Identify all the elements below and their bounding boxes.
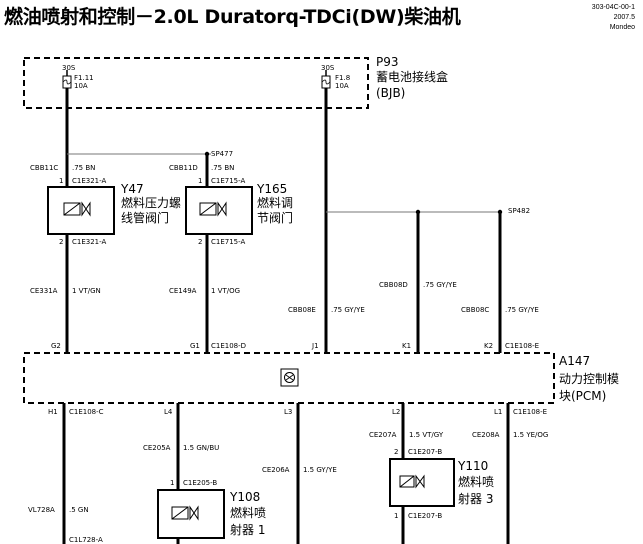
doc-model: Mondeo <box>609 24 635 31</box>
y110-ref: Y110 <box>458 459 489 473</box>
y165-component <box>185 186 253 235</box>
y165-pin2: 2 <box>198 238 203 246</box>
wire-spec-ce149a: 1 VT/OG <box>211 287 241 295</box>
y110-conn1: C1E207-B <box>408 448 443 456</box>
y47-conn1: C1E321-A <box>72 177 107 185</box>
y165-conn1: C1E715-A <box>211 177 246 185</box>
pcm-pin-l1: L1 <box>494 408 503 416</box>
fuse2-id: F1.8 <box>335 74 351 82</box>
wire-label-vl728a: VL728A <box>28 506 55 514</box>
fuse2-rating: 10A <box>335 82 349 90</box>
splice-sp482-label: SP482 <box>508 207 531 215</box>
y108-conn1: C1E205-B <box>183 479 218 487</box>
wire-label-ce149a: CE149A <box>169 287 197 295</box>
valve-icon <box>217 201 227 217</box>
pcm-conn-g1: C1E108-D <box>211 342 247 350</box>
wire-label-ce205a: CE205A <box>143 444 171 452</box>
wire-label-cbb08d: CBB08D <box>379 281 408 289</box>
wire-label-cbb11c: CBB11C <box>30 164 59 172</box>
wire-spec-cbb11c: .75 BN <box>72 164 96 172</box>
y47-conn2: C1E321-A <box>72 238 107 246</box>
injector-icon <box>415 474 425 489</box>
injector-icon <box>189 505 199 521</box>
y47-name-line2: 线管阀门 <box>121 211 170 225</box>
y165-ref: Y165 <box>257 182 288 196</box>
diagram-title: 燃油喷射和控制－2.0L Duratorq-TDCi(DW)柴油机 <box>4 6 461 28</box>
bjb-box <box>23 57 369 109</box>
doc-year: 2007.5 <box>613 14 635 21</box>
y108-component <box>157 489 225 539</box>
wire-spec-cbb08e: .75 GY/YE <box>331 306 365 314</box>
valve-icon <box>81 201 91 217</box>
pcm-name-line2: 块(PCM) <box>559 389 607 403</box>
pcm-pin-l2: L2 <box>392 408 401 416</box>
y110-pin2: 1 <box>394 512 399 520</box>
wire-spec-ce205a: 1.5 GN/BU <box>183 444 220 452</box>
doc-code: 303-04C-00-1 <box>591 4 635 11</box>
pcm-pin-h1: H1 <box>48 408 58 416</box>
y165-name-line1: 燃料调 <box>257 196 294 210</box>
wire-label-ce207a: CE207A <box>369 431 397 439</box>
y108-ref: Y108 <box>230 490 261 504</box>
splice-sp477-label: SP477 <box>211 150 234 158</box>
y110-name-line1: 燃料喷 <box>458 475 495 489</box>
wire-label-cbb11d: CBB11D <box>169 164 198 172</box>
wire-label-ce208a: CE208A <box>472 431 500 439</box>
fuse2-circuit: 30S <box>321 64 335 72</box>
wire-spec-ce207a: 1.5 VT/GY <box>409 431 444 439</box>
pcm-conn-h1: C1E108-C <box>69 408 104 416</box>
pcm-pin-k1: K1 <box>402 342 412 350</box>
wire-label-cbb08c: CBB08C <box>461 306 490 314</box>
y108-pin1: 1 <box>170 479 175 487</box>
pcm-ref: A147 <box>559 354 591 368</box>
bjb-name-line1: 蓄电池接线盒 <box>376 70 449 84</box>
pcm-pin-l4: L4 <box>164 408 173 416</box>
conn-c1l728a: C1L728-A <box>69 536 103 544</box>
y165-conn2: C1E715-A <box>211 238 246 246</box>
pcm-conn-l1: C1E108-E <box>513 408 548 416</box>
y47-component <box>47 186 115 235</box>
bjb-ref: P93 <box>376 55 399 69</box>
wire-spec-ce206a: 1.5 GY/YE <box>303 466 337 474</box>
wire-spec-ce331a: 1 VT/GN <box>72 287 101 295</box>
wire-label-ce206a: CE206A <box>262 466 290 474</box>
y108-name-line2: 射器 1 <box>230 523 266 537</box>
wire-spec-cbb08d: .75 GY/YE <box>423 281 457 289</box>
pcm-pin-g2: G2 <box>51 342 61 350</box>
pcm-pin-g1: G1 <box>190 342 200 350</box>
pcm-pin-l3: L3 <box>284 408 293 416</box>
wire-spec-cbb08c: .75 GY/YE <box>505 306 539 314</box>
pcm-box <box>23 352 555 404</box>
y108-name-line1: 燃料喷 <box>230 506 267 520</box>
fuse1-rating: 10A <box>74 82 88 90</box>
wire-spec-cbb11d: .75 BN <box>211 164 235 172</box>
bjb-name-line2: (BJB) <box>376 86 406 100</box>
wire-spec-vl728a: .5 GN <box>69 506 89 514</box>
y47-pin2: 2 <box>59 238 64 246</box>
y110-pin1: 2 <box>394 448 399 456</box>
y110-name-line2: 射器 3 <box>458 492 494 506</box>
wire-spec-ce208a: 1.5 YE/OG <box>513 431 549 439</box>
y47-pin1: 1 <box>59 177 64 185</box>
wire-label-cbb08e: CBB08E <box>288 306 316 314</box>
y47-name-line1: 燃料压力螺 <box>121 196 182 210</box>
fuse1-circuit: 30S <box>62 64 76 72</box>
fuse1-id: F1.11 <box>74 74 94 82</box>
y165-pin1: 1 <box>198 177 203 185</box>
y110-conn2: C1E207-B <box>408 512 443 520</box>
y165-name-line2: 节阀门 <box>257 211 294 225</box>
pcm-conn-k2: C1E108-E <box>505 342 540 350</box>
pcm-name-line1: 动力控制模 <box>559 372 620 386</box>
pcm-pin-k2: K2 <box>484 342 494 350</box>
y47-ref: Y47 <box>121 182 144 196</box>
wire-label-ce331a: CE331A <box>30 287 58 295</box>
pcm-pin-j1: J1 <box>312 342 319 350</box>
